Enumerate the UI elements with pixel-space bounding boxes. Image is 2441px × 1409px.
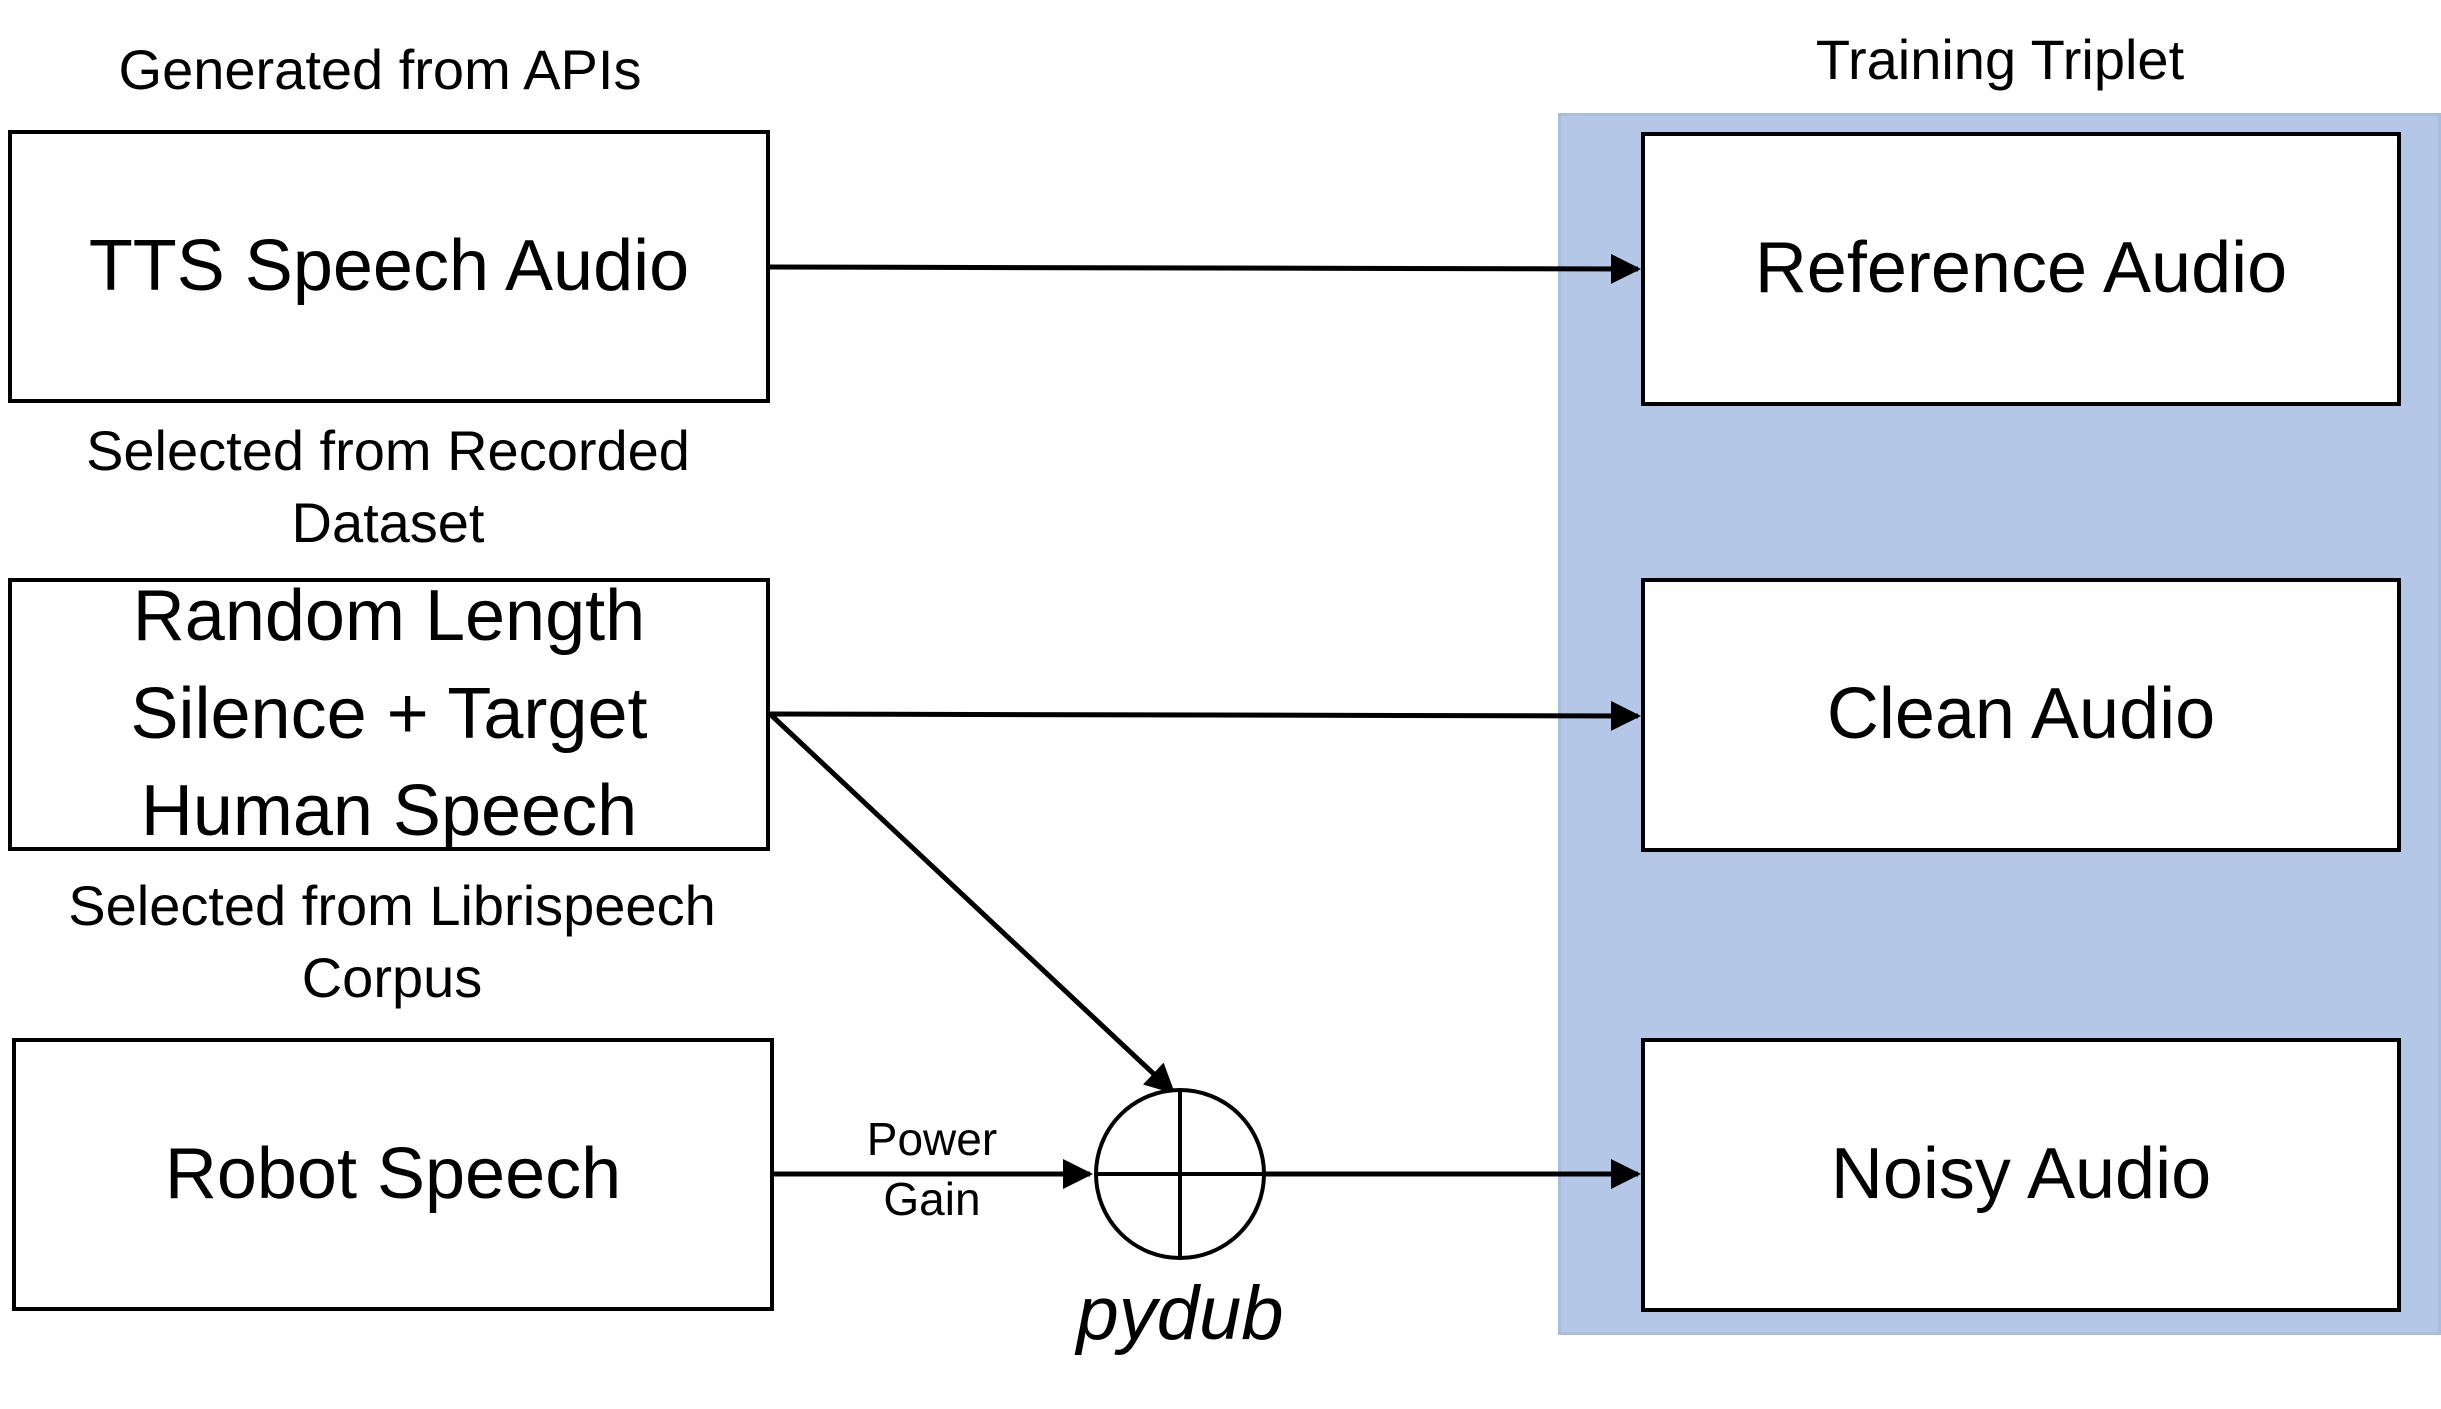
pydub-label: pydub — [1076, 1271, 1284, 1356]
noisy-audio-label: Noisy Audio — [1830, 1134, 2212, 1215]
tts-speech-audio-label: TTS Speech Audio — [88, 225, 690, 306]
noisy-audio-box: Noisy Audio — [1641, 1038, 2401, 1312]
human-caption: Selected from Recorded Dataset — [0, 415, 776, 558]
robot-caption: Selected from Librispeech Corpus — [0, 870, 784, 1013]
tts-speech-audio-box: TTS Speech Audio — [8, 130, 770, 403]
tts-caption: Generated from APIs — [118, 38, 642, 101]
panel-title: Training Triplet — [1815, 28, 2185, 91]
clean-audio-label: Clean Audio — [1826, 674, 2216, 755]
human-speech-label-line3: Human Speech — [140, 771, 638, 852]
human-speech-label-line2: Silence + Target — [130, 673, 648, 754]
power-gain-line2: Gain — [883, 1172, 981, 1225]
circled-plus-icon — [1094, 1088, 1266, 1260]
power-gain-line1: Power — [866, 1113, 998, 1165]
reference-audio-label: Reference Audio — [1754, 228, 2288, 309]
robot-caption-line2: Corpus — [301, 945, 483, 1009]
clean-audio-box: Clean Audio — [1641, 578, 2401, 852]
robot-caption-line1: Selected from Librispeech — [68, 874, 716, 937]
human-speech-box: Random Length Silence + Target Human Spe… — [8, 576, 770, 851]
human-caption-line2: Dataset — [291, 490, 485, 554]
robot-speech-label: Robot Speech — [164, 1133, 622, 1214]
reference-audio-box: Reference Audio — [1641, 132, 2401, 406]
robot-speech-box: Robot Speech — [12, 1038, 774, 1311]
arrow-human-to-clean — [769, 700, 1641, 731]
human-caption-line1: Selected from Recorded — [86, 419, 690, 482]
human-speech-label: Random Length Silence + Target Human Spe… — [130, 568, 647, 862]
arrow-tts-to-reference — [769, 253, 1641, 284]
power-gain-label: Power Gain — [832, 1110, 1032, 1230]
arrow-human-to-mixer — [768, 712, 1176, 1095]
human-speech-label-line1: Random Length — [132, 575, 646, 656]
